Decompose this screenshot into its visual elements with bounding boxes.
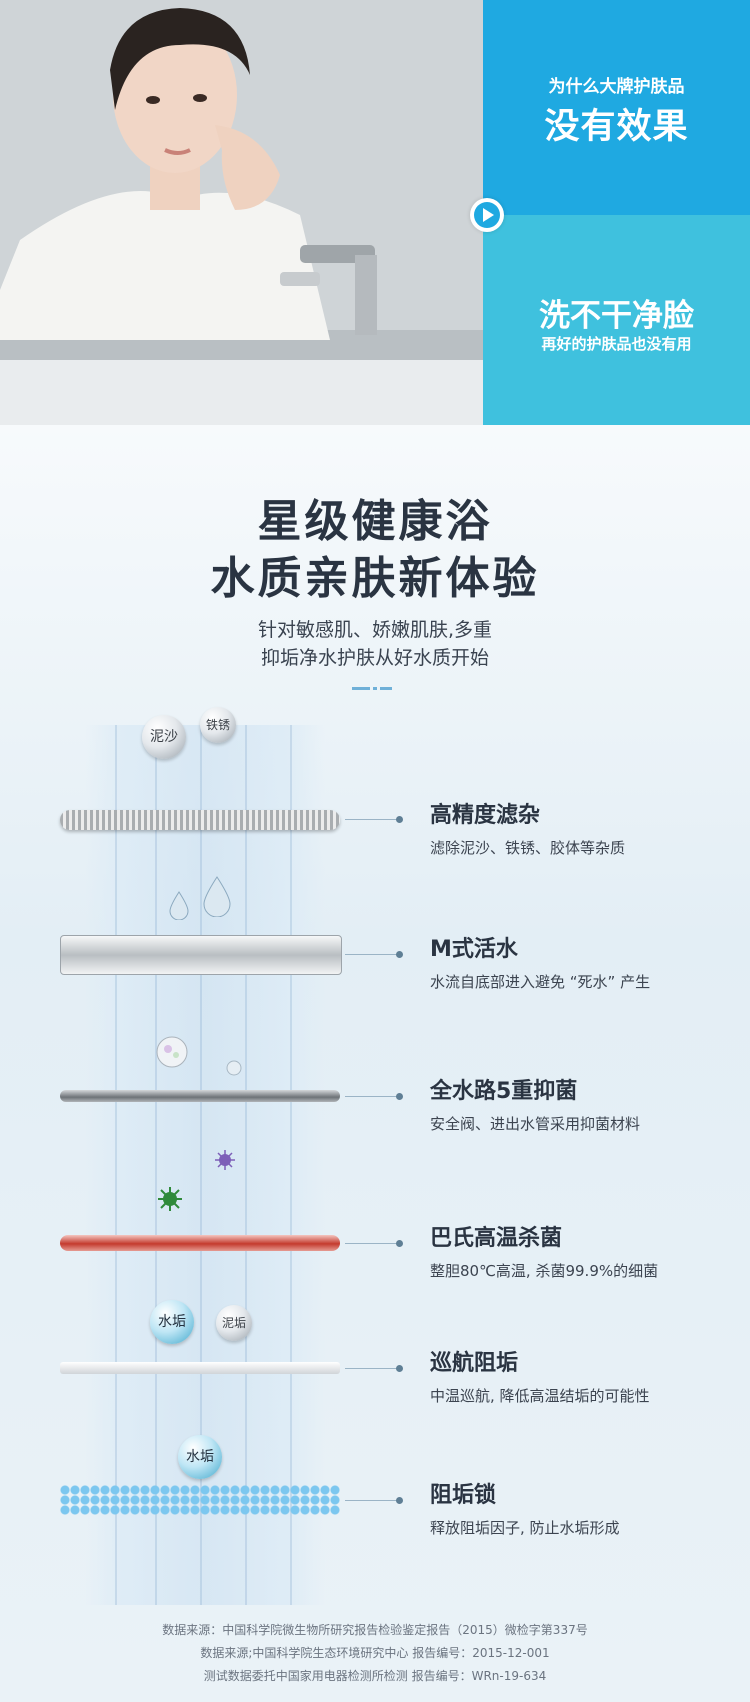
footnote-source-1: 数据来源：中国科学院微生物所研究报告检验鉴定报告（2015）微检字第337号 bbox=[162, 1623, 588, 1637]
silt-scale-bubble: 泥垢 bbox=[216, 1305, 252, 1341]
scale-lock-bubble: 水垢 bbox=[178, 1435, 222, 1479]
scale-bubble: 水垢 bbox=[150, 1300, 194, 1344]
particle-icon bbox=[226, 1060, 242, 1076]
connector-line bbox=[345, 1497, 403, 1504]
m-style-tank-layer bbox=[60, 935, 342, 975]
connector-line bbox=[345, 1240, 403, 1247]
scale-lock-layer bbox=[60, 1485, 340, 1515]
panel-top-question: 为什么大牌护肤品 bbox=[548, 77, 685, 97]
feature-item: 全水路5重抑菌 安全阀、进出水管采用抑菌材料 bbox=[430, 1073, 730, 1134]
footnote-source-3: 测试数据委托中国家用电器检测所检测 报告编号：WRn-19-634 bbox=[203, 1669, 547, 1683]
section-title-line1: 星级健康浴 bbox=[257, 496, 493, 547]
heating-layer bbox=[60, 1235, 340, 1251]
feature-title: 巡航阻垢 bbox=[430, 1351, 519, 1376]
silt-particle-bubble: 泥沙 bbox=[142, 715, 186, 759]
panel-bottom-subline: 再好的护肤品也没有用 bbox=[541, 335, 692, 353]
feature-title: M式活水 bbox=[430, 937, 518, 962]
bacteria-bubble-icon bbox=[156, 1036, 188, 1068]
scale-cruise-layer bbox=[60, 1362, 340, 1374]
feature-item: 阻垢锁 释放阻垢因子, 防止水垢形成 bbox=[430, 1477, 730, 1538]
footnote-source-2: 数据来源;中国科学院生态环境研究中心 报告编号：2015-12-001 bbox=[200, 1646, 550, 1660]
feature-desc: 安全阀、进出水管采用抑菌材料 bbox=[430, 1115, 641, 1133]
section-title-line2: 水质亲肤新体验 bbox=[210, 553, 540, 604]
feature-desc: 释放阻垢因子, 防止水垢形成 bbox=[430, 1519, 620, 1537]
play-arrow-icon bbox=[470, 198, 504, 232]
feature-item: 巴氏高温杀菌 整胆80℃高温, 杀菌99.9%的细菌 bbox=[430, 1220, 730, 1281]
water-drop-icon bbox=[203, 876, 231, 917]
hero-photo-woman-washbasin bbox=[0, 0, 483, 425]
feature-title: 高精度滤杂 bbox=[430, 803, 541, 828]
section-subtitle-line1: 针对敏感肌、娇嫩肌肤,多重 bbox=[257, 619, 493, 641]
virus-green-icon bbox=[158, 1187, 182, 1211]
feature-title: 全水路5重抑菌 bbox=[430, 1079, 578, 1104]
mesh-filter-layer bbox=[60, 810, 340, 830]
feature-title: 巴氏高温杀菌 bbox=[430, 1226, 563, 1251]
feature-item: 巡航阻垢 中温巡航, 降低高温结垢的可能性 bbox=[430, 1345, 730, 1406]
title-divider bbox=[352, 687, 392, 690]
feature-desc: 中温巡航, 降低高温结垢的可能性 bbox=[430, 1387, 650, 1405]
section-subtitle-line2: 抑垢净水护肤从好水质开始 bbox=[260, 647, 489, 669]
feature-item: M式活水 水流自底部进入避免 “死水” 产生 bbox=[430, 931, 730, 992]
antibacterial-pipe-layer bbox=[60, 1090, 340, 1102]
connector-line bbox=[345, 1365, 403, 1372]
panel-bottom-headline: 洗不干净脸 bbox=[539, 298, 694, 334]
feature-desc: 滤除泥沙、铁锈、胶体等杂质 bbox=[430, 839, 626, 857]
feature-section: 星级健康浴 水质亲肤新体验 针对敏感肌、娇嫩肌肤,多重 抑垢净水护肤从好水质开始… bbox=[0, 425, 750, 1702]
feature-title: 阻垢锁 bbox=[430, 1483, 497, 1508]
connector-line bbox=[345, 951, 403, 958]
feature-desc: 整胆80℃高温, 杀菌99.9%的细菌 bbox=[430, 1262, 659, 1280]
feature-desc: 水流自底部进入避免 “死水” 产生 bbox=[430, 973, 651, 991]
connector-line bbox=[345, 816, 403, 823]
water-drop-icon bbox=[169, 891, 189, 920]
headline-panel-bottom: 洗不干净脸 再好的护肤品也没有用 bbox=[483, 215, 750, 425]
connector-line bbox=[345, 1093, 403, 1100]
panel-top-headline: 没有效果 bbox=[544, 107, 689, 147]
hero-banner: 为什么大牌护肤品 没有效果 洗不干净脸 再好的护肤品也没有用 bbox=[0, 0, 750, 425]
virus-purple-icon bbox=[215, 1150, 235, 1170]
rust-particle-bubble: 铁锈 bbox=[200, 707, 236, 743]
feature-item: 高精度滤杂 滤除泥沙、铁锈、胶体等杂质 bbox=[430, 797, 730, 858]
headline-panel-top: 为什么大牌护肤品 没有效果 bbox=[483, 0, 750, 215]
